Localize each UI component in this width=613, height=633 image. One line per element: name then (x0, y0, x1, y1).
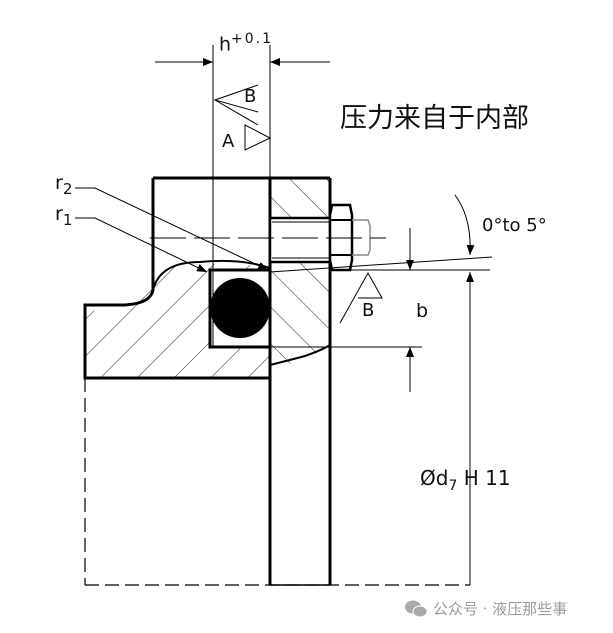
h-tolerance: +0.1 (231, 31, 274, 47)
surface-mark-a-label: A (222, 131, 235, 152)
h-label: h (219, 33, 232, 56)
cover-plate-hatch (270, 178, 330, 365)
break-line (152, 259, 271, 291)
r2-label: r2 (55, 172, 73, 198)
b-dimension-label: b (416, 300, 429, 322)
h-dimension-label: h+0.1 (219, 32, 273, 54)
housing-section-hatch (85, 264, 270, 378)
o-ring (210, 278, 270, 338)
surface-mark-b-right-label: B (362, 300, 375, 321)
surface-mark-b-label: B (244, 86, 257, 107)
angle-label: 0°to 5° (482, 215, 547, 236)
pressure-title: 压力来自于内部 (340, 103, 529, 134)
bolt-shank (268, 216, 332, 264)
surface-mark-b-icon (213, 84, 259, 126)
surface-mark-a-icon (244, 124, 272, 151)
housing-outline (83, 176, 330, 380)
r1-label: r1 (55, 203, 73, 229)
wechat-icon (405, 600, 427, 617)
watermark: 公众号 · 液压那些事 (405, 598, 567, 619)
d7-dimension-label: Ød7 H 11 (420, 466, 511, 494)
angle-arrow (454, 194, 475, 256)
surface-mark-b-right-icon (339, 271, 383, 324)
watermark-text: 公众号 · 液压那些事 (433, 600, 568, 618)
